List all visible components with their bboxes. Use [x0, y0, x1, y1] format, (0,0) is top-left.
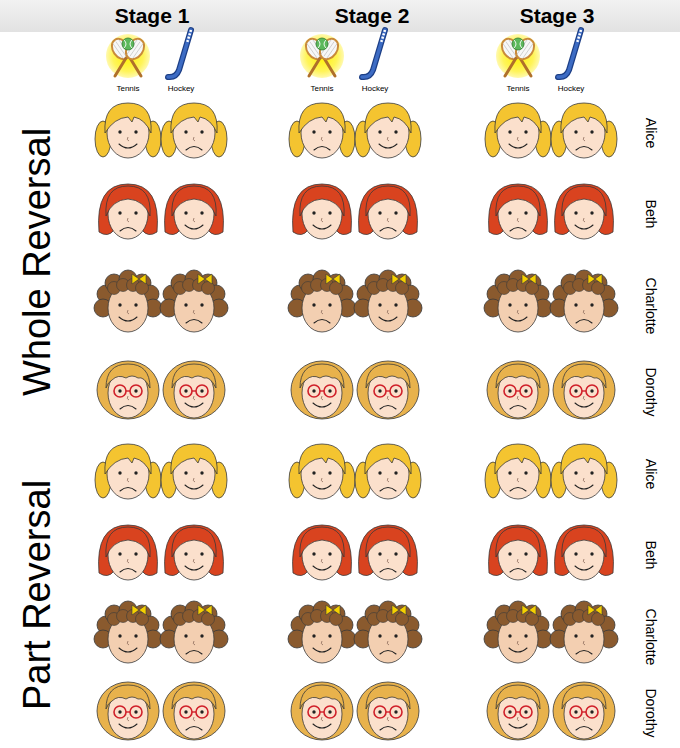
dorothy-face — [163, 682, 225, 740]
alice-face — [485, 103, 551, 158]
person-name: Dorothy — [642, 688, 657, 737]
stage-heading: Stage 1 — [115, 4, 190, 27]
charlotte-face — [160, 601, 228, 663]
condition-label: Part Reversal — [17, 480, 59, 710]
beth-face — [359, 184, 418, 239]
hockey-icon — [558, 30, 581, 77]
dorothy-face — [487, 682, 549, 740]
person-name: Beth — [642, 541, 657, 570]
charlotte-face — [484, 270, 552, 332]
beth-face — [293, 184, 352, 239]
sport-label: Hockey — [362, 85, 389, 94]
charlotte-face — [354, 270, 422, 332]
charlotte-face — [288, 270, 356, 332]
beth-face — [165, 525, 224, 580]
beth-face — [359, 525, 418, 580]
alice-face — [95, 444, 161, 499]
dorothy-face — [97, 361, 159, 419]
beth-face — [99, 525, 158, 580]
dorothy-face — [357, 682, 419, 740]
charlotte-face — [94, 270, 162, 332]
beth-face — [489, 184, 548, 239]
hockey-icon — [168, 30, 191, 77]
sport-label: Tennis — [310, 85, 333, 94]
charlotte-face — [288, 601, 356, 663]
person-name: Charlotte — [642, 609, 657, 666]
charlotte-face — [550, 601, 618, 663]
person-name: Charlotte — [642, 278, 657, 335]
beth-face — [555, 184, 614, 239]
beth-face — [489, 525, 548, 580]
alice-face — [355, 444, 421, 499]
person-name: Beth — [642, 200, 657, 229]
tennis-icon — [300, 34, 344, 78]
dorothy-face — [163, 361, 225, 419]
dorothy-face — [553, 682, 615, 740]
beth-face — [293, 525, 352, 580]
alice-face — [355, 103, 421, 158]
charlotte-face — [160, 270, 228, 332]
alice-face — [289, 103, 355, 158]
charlotte-face — [354, 601, 422, 663]
tennis-icon — [106, 34, 150, 78]
alice-face — [485, 444, 551, 499]
sport-label: Hockey — [168, 85, 195, 94]
dorothy-face — [357, 361, 419, 419]
dorothy-face — [291, 361, 353, 419]
charlotte-face — [94, 601, 162, 663]
charlotte-face — [484, 601, 552, 663]
charlotte-face — [550, 270, 618, 332]
beth-face — [99, 184, 158, 239]
hockey-icon — [362, 30, 385, 77]
sport-label: Tennis — [506, 85, 529, 94]
alice-face — [95, 103, 161, 158]
stage-heading: Stage 2 — [335, 4, 410, 27]
dorothy-face — [487, 361, 549, 419]
alice-face — [289, 444, 355, 499]
stage-heading: Stage 3 — [520, 4, 595, 27]
beth-face — [555, 525, 614, 580]
alice-face — [161, 103, 227, 158]
beth-face — [165, 184, 224, 239]
sport-label: Hockey — [558, 85, 585, 94]
alice-face — [551, 103, 617, 158]
dorothy-face — [97, 682, 159, 740]
sport-label: Tennis — [116, 85, 139, 94]
alice-face — [161, 444, 227, 499]
person-name: Dorothy — [642, 367, 657, 416]
header-band — [0, 0, 680, 32]
tennis-icon — [496, 34, 540, 78]
dorothy-face — [553, 361, 615, 419]
person-name: Alice — [642, 118, 657, 148]
person-name: Alice — [642, 459, 657, 489]
alice-face — [551, 444, 617, 499]
condition-label: Whole Reversal — [17, 128, 59, 396]
dorothy-face — [291, 682, 353, 740]
